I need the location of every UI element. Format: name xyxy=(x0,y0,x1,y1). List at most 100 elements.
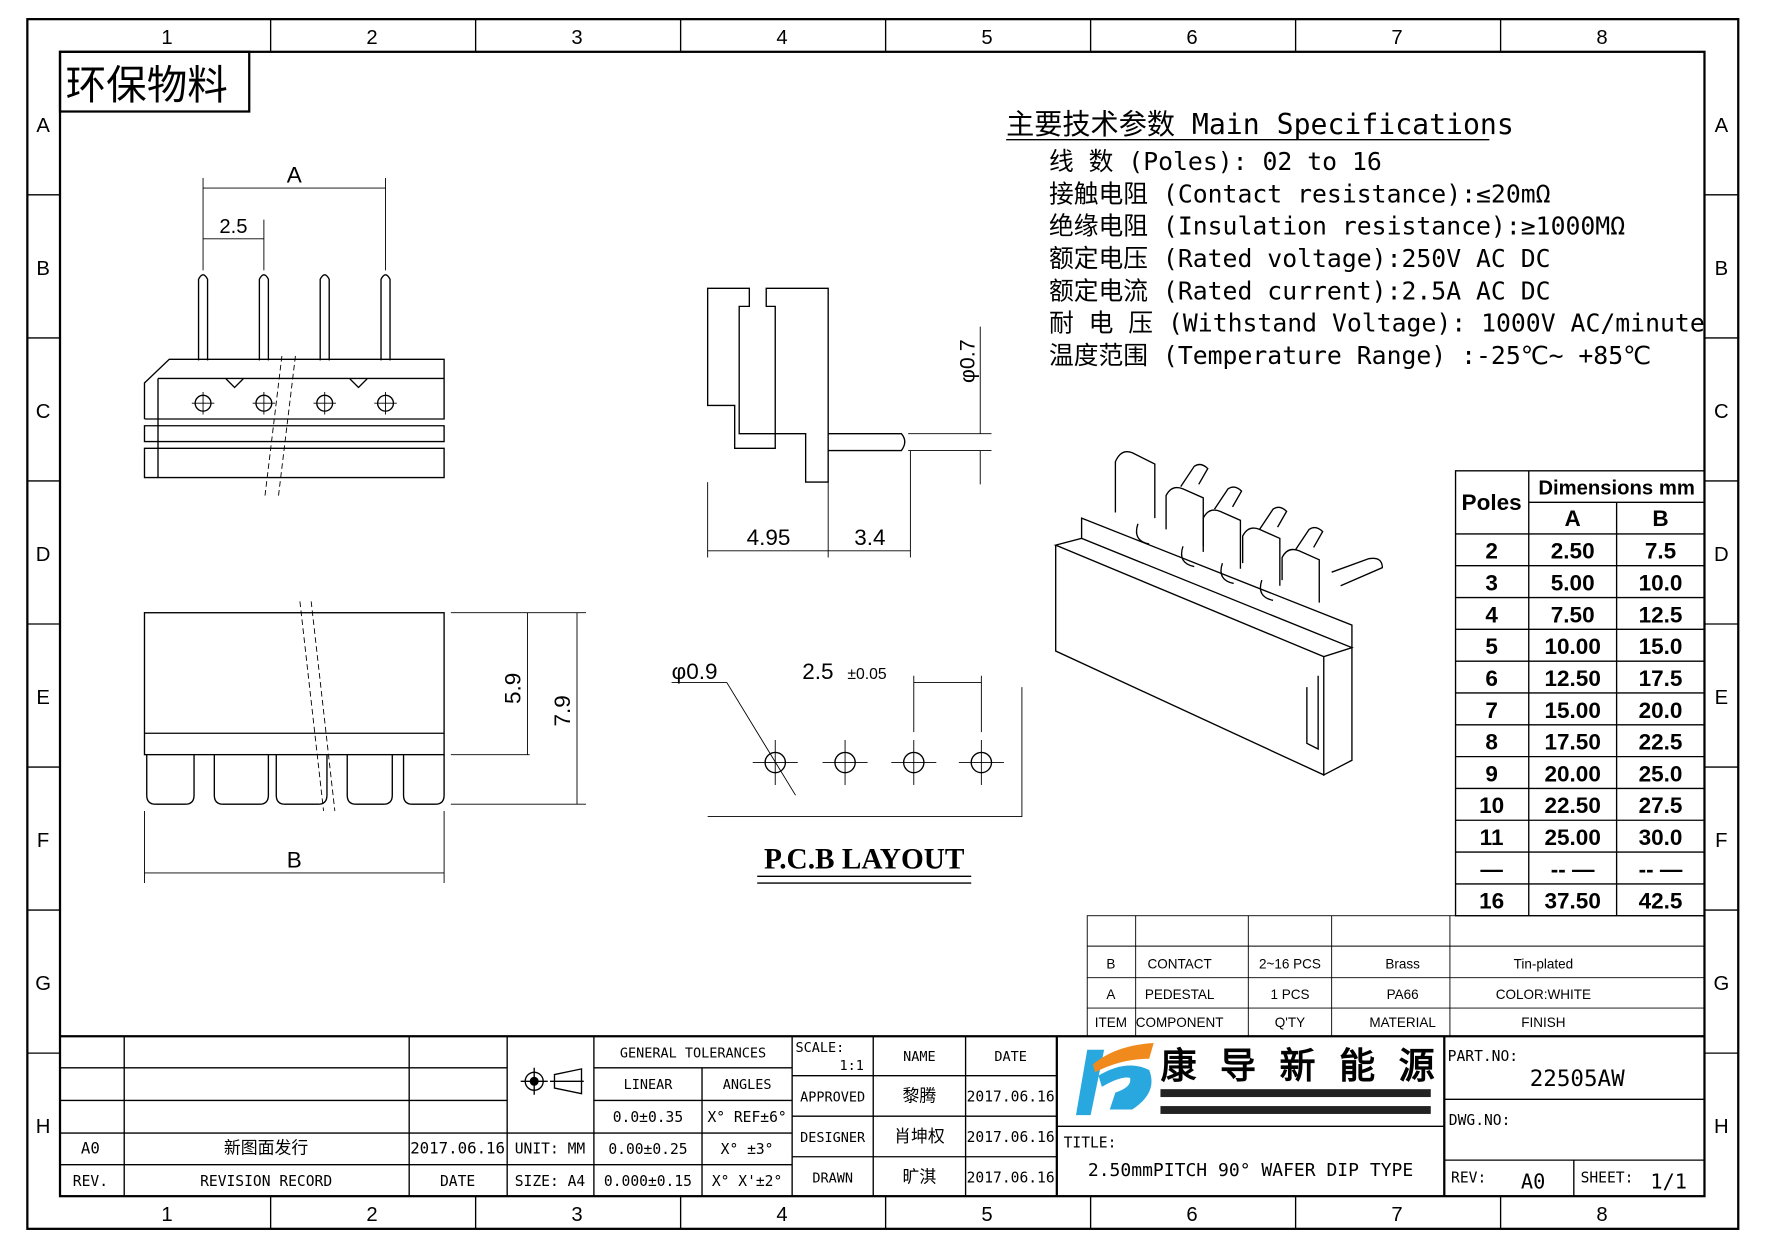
dimensions-cell: 17.50 xyxy=(1545,730,1601,755)
record-header: REVISION RECORD xyxy=(200,1173,332,1190)
dimensions-cell: 15.00 xyxy=(1545,698,1601,723)
rev-header: REV. xyxy=(73,1173,108,1190)
zone-row-label: F xyxy=(1715,830,1727,852)
dimensions-cell: 12.5 xyxy=(1639,602,1683,627)
rev-label: REV: xyxy=(1451,1170,1486,1187)
bom-cell: Q'TY xyxy=(1275,1015,1305,1030)
zone-column-label: 5 xyxy=(981,27,992,49)
zone-row-label: D xyxy=(1714,544,1729,566)
spec-line: 额定电压 (Rated voltage):250V AC DC xyxy=(1049,244,1551,273)
linear-tolerance: 0.0±0.35 xyxy=(613,1109,683,1126)
dimensions-cell: 2 xyxy=(1485,539,1498,564)
unit: UNIT: MM xyxy=(515,1140,586,1157)
dimensions-cell: 7.5 xyxy=(1645,539,1676,564)
dimensions-cell: 7.50 xyxy=(1551,602,1595,627)
bom-cell: A xyxy=(1106,987,1115,1002)
col-a-header: A xyxy=(1565,506,1581,531)
zone-row-label: C xyxy=(1714,401,1729,423)
zone-row-label: A xyxy=(36,115,50,137)
spec-line: 接触电阻 (Contact resistance):≤20mΩ xyxy=(1049,179,1551,208)
rev-value: A0 xyxy=(1521,1169,1545,1193)
revision-rev: A0 xyxy=(81,1138,100,1157)
col-b-header: B xyxy=(1652,506,1668,531)
zone-column-label: 5 xyxy=(981,1204,992,1226)
signoff-date-header: DATE xyxy=(994,1049,1027,1065)
zone-column-label: 7 xyxy=(1391,1204,1402,1226)
pin-dia-label: φ0.7 xyxy=(956,339,980,383)
signoff-name: 黎腾 xyxy=(903,1086,937,1106)
spec-line: 额定电流 (Rated current):2.5A AC DC xyxy=(1049,276,1551,305)
zone-row-label: H xyxy=(1714,1116,1729,1138)
dimensions-cell: 22.50 xyxy=(1545,793,1601,818)
bom-cell: FINISH xyxy=(1521,1015,1565,1030)
dwg-no-label: DWG.NO: xyxy=(1449,1112,1511,1129)
side-w2-label: 3.4 xyxy=(854,525,885,550)
signoff-date: 2017.06.16 xyxy=(967,1170,1055,1187)
zone-column-label: 6 xyxy=(1186,1204,1197,1226)
side-w1-label: 4.95 xyxy=(747,525,791,550)
dimensions-cell: 17.5 xyxy=(1639,666,1683,691)
scale-value: 1:1 xyxy=(839,1058,863,1074)
specs-title: 主要技术参数 Main Specifications xyxy=(1006,108,1514,141)
eco-stamp-box xyxy=(58,50,251,113)
dimensions-cell: 20.0 xyxy=(1639,698,1683,723)
dimensions-cell: 11 xyxy=(1480,825,1504,850)
dimensions-cell: 7 xyxy=(1485,698,1498,723)
dimensions-cell: 30.0 xyxy=(1639,825,1683,850)
zone-column-label: 2 xyxy=(366,27,377,49)
zone-column-label: 3 xyxy=(571,27,582,49)
dimensions-cell: 25.0 xyxy=(1639,761,1683,786)
dimensions-cell: — xyxy=(1480,857,1503,882)
dimensions-cell: 42.5 xyxy=(1639,889,1683,914)
dimensions-cell: 22.5 xyxy=(1639,730,1683,755)
bom-cell: PA66 xyxy=(1387,987,1419,1002)
scale-label: SCALE: xyxy=(796,1040,845,1056)
zone-row-label: B xyxy=(36,258,50,280)
zone-row-label: E xyxy=(36,687,50,709)
angle-tolerance: X° REF±6° xyxy=(707,1109,786,1126)
drawing-title: 2.50mmPITCH 90° WAFER DIP TYPE xyxy=(1088,1160,1413,1181)
dimensions-cell: -- — xyxy=(1639,857,1683,882)
side-view: φ0.7 4.95 3.4 xyxy=(706,287,992,558)
dimensions-cell: 10.00 xyxy=(1545,634,1601,659)
bom-cell: ITEM xyxy=(1095,1015,1127,1030)
dimensions-cell: 9 xyxy=(1485,761,1498,786)
name-header: NAME xyxy=(903,1049,936,1065)
zone-row-label: E xyxy=(1715,687,1729,709)
company-name: 康 导 新 能 源 xyxy=(1160,1045,1441,1086)
zone-column-label: 1 xyxy=(161,1204,172,1226)
zone-column-label: 1 xyxy=(161,27,172,49)
hole-tol-label: ±0.05 xyxy=(847,666,887,683)
linear-tolerance: 0.00±0.25 xyxy=(608,1141,687,1158)
dimensions-cell: 3 xyxy=(1485,570,1498,595)
angle-tolerance: X° X'±2° xyxy=(712,1173,782,1190)
dimensions-cell: 27.5 xyxy=(1639,793,1683,818)
signoff-date: 2017.06.16 xyxy=(967,1129,1055,1146)
dimensions-cell: 10 xyxy=(1479,793,1504,818)
zone-column-label: 4 xyxy=(776,1204,787,1226)
angles-header: ANGLES xyxy=(723,1077,772,1093)
bom-cell: 1 PCS xyxy=(1270,987,1309,1002)
bom-cell: Tin-plated xyxy=(1514,957,1574,972)
revision-record: 新图面发行 xyxy=(224,1137,309,1157)
date-header: DATE xyxy=(440,1173,475,1190)
pcb-layout-view: φ0.9 2.5 ±0.05 P.C.B LAYOUT xyxy=(671,659,1023,884)
zone-row-label: A xyxy=(1715,115,1729,137)
height2-label: 7.9 xyxy=(550,695,575,726)
dimensions-header: Dimensions mm xyxy=(1538,477,1695,499)
bom-cell: COMPONENT xyxy=(1136,1015,1224,1030)
title-label: TITLE: xyxy=(1064,1135,1117,1152)
hole-dia-label: φ0.9 xyxy=(672,659,718,684)
company-logo xyxy=(1075,1042,1431,1116)
spec-line: 耐 电 压 (Withstand Voltage): 1000V AC/minu… xyxy=(1049,309,1705,338)
pitch-label: 2.5 xyxy=(219,216,247,238)
bom-cell: Brass xyxy=(1385,957,1420,972)
zone-column-label: 3 xyxy=(571,1204,582,1226)
angle-tolerance: X° ±3° xyxy=(721,1141,774,1158)
sheet-value: 1/1 xyxy=(1650,1169,1687,1193)
